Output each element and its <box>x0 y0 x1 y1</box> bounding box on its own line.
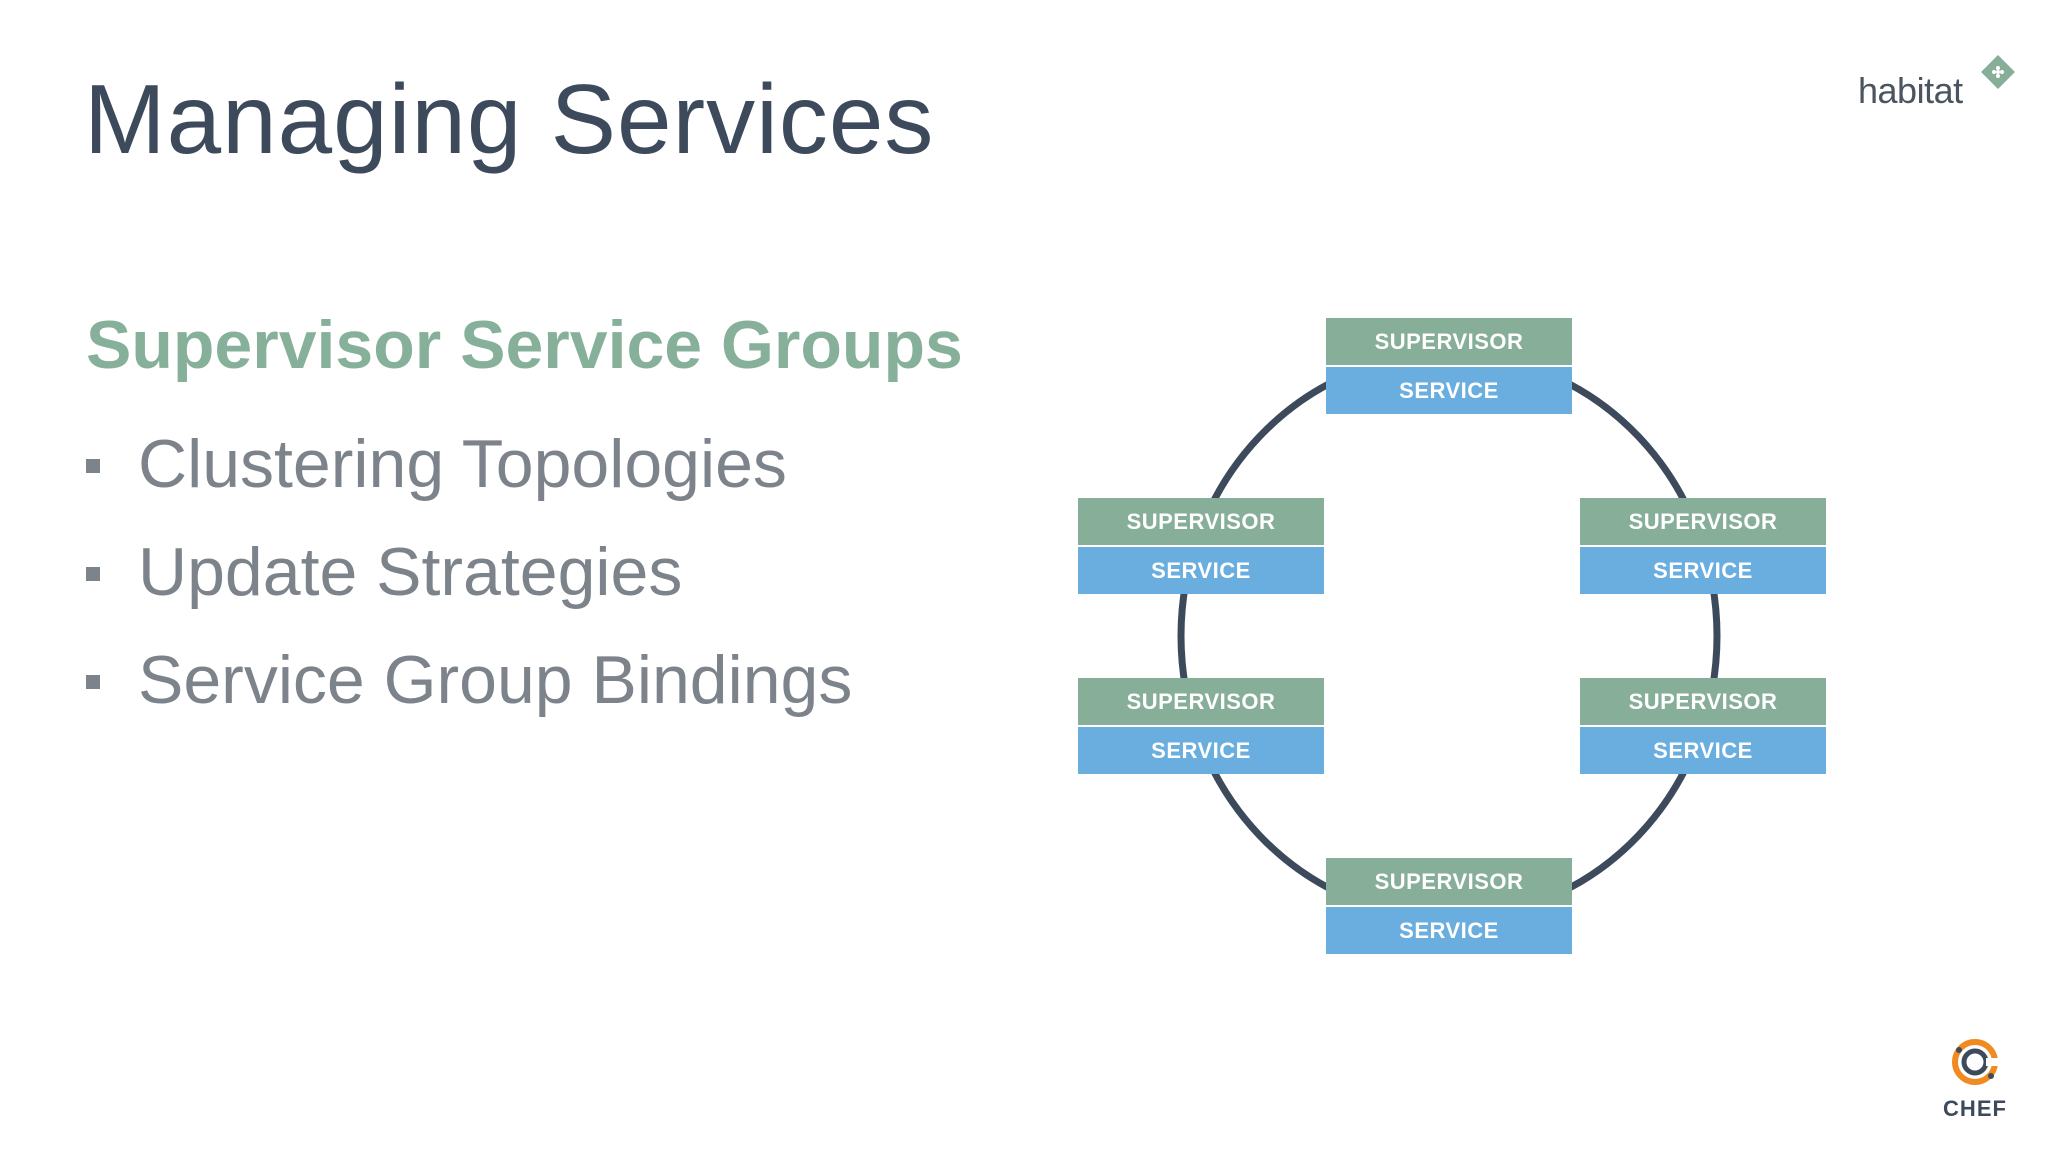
bullet-item: Clustering Topologies <box>86 410 852 518</box>
bullet-marker-icon <box>86 459 100 473</box>
service-node-lower-left: SUPERVISOR SERVICE <box>1078 678 1324 774</box>
service-node-top: SUPERVISOR SERVICE <box>1326 318 1572 414</box>
habitat-diamond-icon <box>1981 55 2015 89</box>
service-label: SERVICE <box>1078 547 1324 594</box>
service-node-bottom: SUPERVISOR SERVICE <box>1326 858 1572 954</box>
service-label: SERVICE <box>1580 547 1826 594</box>
supervisor-label: SUPERVISOR <box>1078 498 1324 547</box>
chef-logo: CHEF <box>1936 1036 2014 1122</box>
supervisor-label: SUPERVISOR <box>1580 498 1826 547</box>
bullet-item: Update Strategies <box>86 518 852 626</box>
bullet-marker-icon <box>86 567 100 581</box>
habitat-logo-text: habitat <box>1858 70 1963 111</box>
slide-title: Managing Services <box>84 64 935 174</box>
supervisor-label: SUPERVISOR <box>1580 678 1826 727</box>
service-label: SERVICE <box>1580 727 1826 774</box>
supervisor-label: SUPERVISOR <box>1078 678 1324 727</box>
service-node-upper-right: SUPERVISOR SERVICE <box>1580 498 1826 594</box>
chef-mark-icon <box>1952 1039 1998 1085</box>
service-label: SERVICE <box>1326 367 1572 414</box>
bullet-text: Service Group Bindings <box>138 642 853 718</box>
service-group-diagram: SUPERVISOR SERVICE SUPERVISOR SERVICE SU… <box>1060 300 1860 980</box>
supervisor-label: SUPERVISOR <box>1326 318 1572 367</box>
service-label: SERVICE <box>1078 727 1324 774</box>
service-label: SERVICE <box>1326 907 1572 954</box>
chef-logo-text: CHEF <box>1943 1096 2007 1121</box>
bullet-text: Update Strategies <box>138 534 683 610</box>
habitat-logo: habitat <box>1858 52 2018 116</box>
bullet-list: Clustering Topologies Update Strategies … <box>86 410 852 734</box>
bullet-item: Service Group Bindings <box>86 626 852 734</box>
bullet-marker-icon <box>86 675 100 689</box>
section-heading: Supervisor Service Groups <box>86 307 963 383</box>
service-node-lower-right: SUPERVISOR SERVICE <box>1580 678 1826 774</box>
bullet-text: Clustering Topologies <box>138 426 787 502</box>
service-node-upper-left: SUPERVISOR SERVICE <box>1078 498 1324 594</box>
supervisor-label: SUPERVISOR <box>1326 858 1572 907</box>
